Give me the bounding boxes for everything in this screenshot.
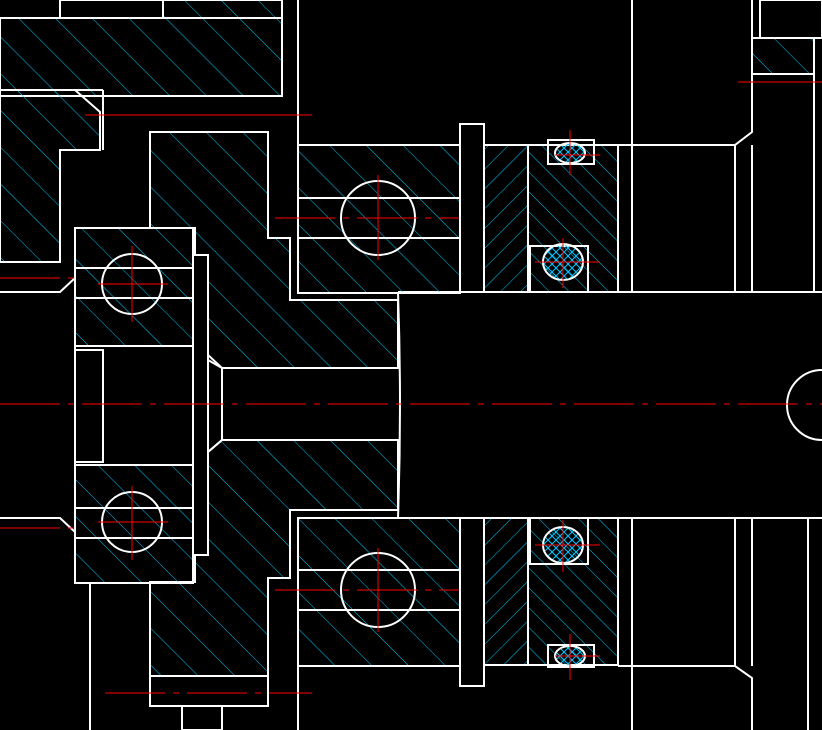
left-upper-bearing <box>74 227 194 347</box>
upper-housing <box>0 0 283 263</box>
lower-seal-assembly <box>459 517 619 687</box>
upper-seal-assembly <box>459 123 619 293</box>
right-housing <box>297 0 822 730</box>
left-spacer <box>0 254 223 556</box>
right-upper-bearing <box>275 144 461 294</box>
right-lower-bearing <box>275 517 461 667</box>
left-lower-bearing <box>74 464 194 584</box>
centerlines <box>0 81 822 694</box>
